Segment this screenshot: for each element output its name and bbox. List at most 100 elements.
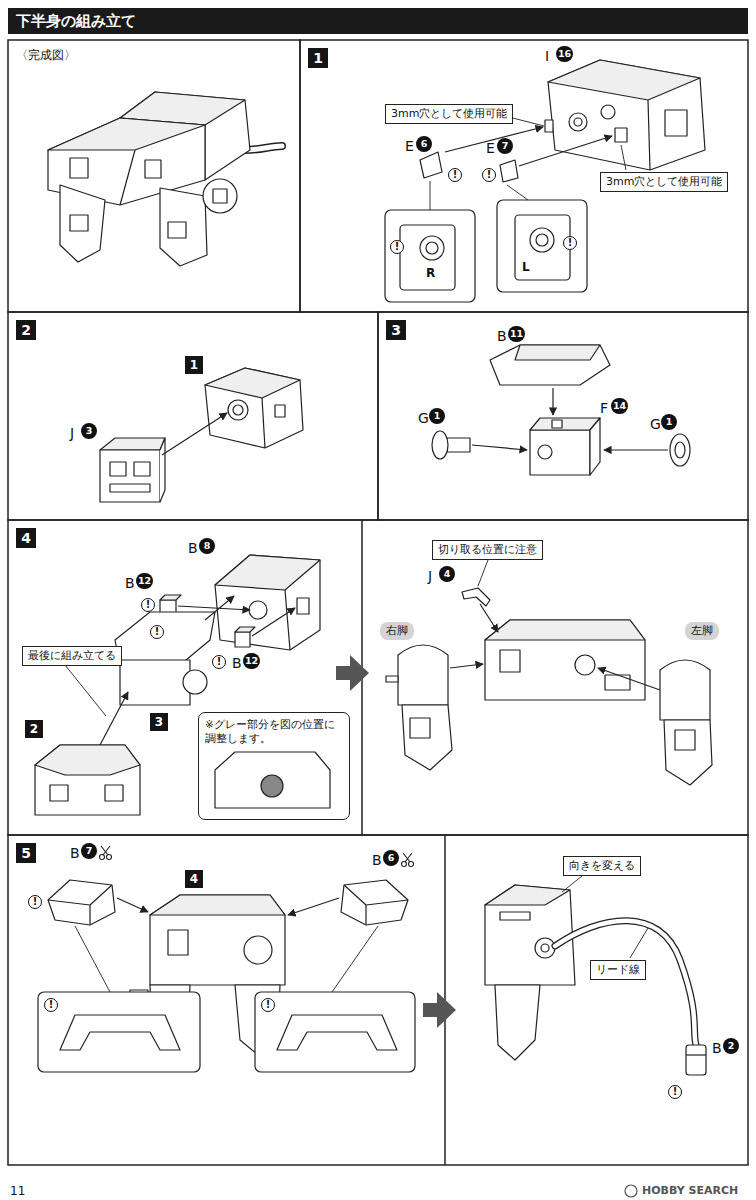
part-drawing	[485, 620, 645, 700]
caution-mark: !	[390, 240, 404, 254]
part-letter: J	[70, 425, 74, 441]
part-letter: B	[70, 845, 80, 861]
part-number: 11	[508, 326, 525, 342]
subassembly-number: 4	[185, 870, 203, 888]
caption-text: 11	[10, 1184, 25, 1198]
node-text: ※グレー部分を図の位置に調整します。	[205, 717, 343, 745]
part-drawing	[535, 938, 555, 958]
part-drawing	[70, 158, 88, 178]
part-drawing	[530, 418, 600, 430]
callout-note: 3mm穴として使用可能	[600, 172, 728, 192]
part-drawing	[277, 1015, 397, 1050]
part-letter: B	[188, 540, 198, 556]
callout-note: 向きを変える	[563, 856, 641, 876]
step-number: 1	[308, 48, 328, 68]
part-drawing	[215, 752, 330, 808]
panel-frame	[8, 312, 378, 520]
nipper-icon	[403, 853, 412, 862]
subassembly-number: 2	[25, 720, 43, 738]
part-drawing	[160, 188, 207, 266]
part-drawing	[38, 992, 200, 1072]
part-drawing	[48, 885, 112, 925]
part-number: 6	[383, 850, 399, 866]
part-drawing	[48, 880, 115, 925]
part-drawing	[515, 345, 600, 360]
part-drawing	[462, 588, 490, 606]
part-drawing	[548, 60, 700, 100]
part-letter: J	[428, 568, 432, 584]
part-letter: B	[125, 575, 135, 591]
nipper-icon	[409, 862, 414, 867]
leader-line	[332, 926, 378, 992]
step-arrow	[423, 992, 456, 1028]
node-text: 4	[190, 873, 198, 885]
part-drawing	[134, 462, 150, 476]
part-drawing	[601, 105, 615, 119]
part-drawing	[213, 189, 227, 203]
part-number: 14	[611, 398, 628, 414]
node-text: 5	[21, 846, 31, 860]
part-drawing	[625, 1185, 637, 1197]
part-drawing	[233, 405, 243, 415]
leader-line	[478, 560, 488, 586]
page-title: 下半身の組み立て	[16, 12, 136, 30]
caution-mark: !	[150, 625, 164, 639]
step-arrow	[336, 655, 456, 1028]
part-number: 2	[723, 1038, 739, 1054]
caution-mark: !	[563, 236, 577, 250]
part-drawing	[35, 745, 140, 775]
leader-line	[430, 181, 431, 210]
part-drawing	[110, 484, 150, 492]
part-drawing	[670, 434, 690, 466]
panel-frame	[8, 835, 748, 1165]
nipper-icon	[101, 846, 110, 855]
part-drawing	[244, 936, 272, 964]
leader-line	[630, 928, 648, 958]
step-number: 3	[386, 320, 406, 340]
part-drawing	[605, 675, 630, 690]
caution-mark: !	[44, 998, 58, 1012]
node-text: 3	[155, 716, 163, 728]
part-drawing	[420, 152, 442, 178]
node-text: 2	[30, 723, 38, 735]
assembly-arrow	[205, 596, 234, 620]
nipper-icon	[402, 862, 407, 867]
part-drawing	[485, 885, 570, 905]
node-text: 左脚	[691, 624, 713, 638]
nipper-icon	[107, 855, 112, 860]
callout-note: 切り取る位置に注意	[432, 540, 543, 560]
part-drawing	[648, 100, 650, 170]
part-letter: B	[232, 655, 242, 671]
step-number: 5	[16, 843, 36, 863]
part-drawing	[660, 660, 710, 720]
part-drawing	[555, 921, 696, 1045]
part-drawing	[402, 705, 452, 770]
part-drawing	[297, 598, 309, 614]
node-text: 2	[21, 323, 31, 337]
part-drawing	[168, 222, 186, 238]
caution-mark: !	[28, 895, 42, 909]
caution-mark: !	[482, 168, 496, 182]
leader-line	[75, 926, 110, 992]
part-number: 12	[136, 573, 153, 589]
node-text: 3mm穴として使用可能	[391, 107, 507, 121]
part-drawing	[500, 650, 520, 672]
part-drawing	[420, 236, 444, 260]
leader-line	[621, 145, 626, 170]
part-letter: G	[418, 410, 429, 426]
subassembly-number: 3	[150, 713, 168, 731]
part-drawing	[145, 160, 161, 178]
part-drawing	[541, 944, 549, 952]
part-drawing	[675, 442, 685, 458]
part-drawing	[275, 405, 285, 417]
assembly-arrow	[100, 127, 668, 915]
part-drawing	[183, 670, 207, 694]
assembly-arrow	[450, 664, 483, 668]
part-drawing	[262, 398, 265, 448]
leader-line	[65, 665, 106, 716]
node-text: 4	[21, 531, 31, 545]
nipper-icon	[100, 846, 414, 867]
part-letter: B	[712, 1040, 722, 1056]
